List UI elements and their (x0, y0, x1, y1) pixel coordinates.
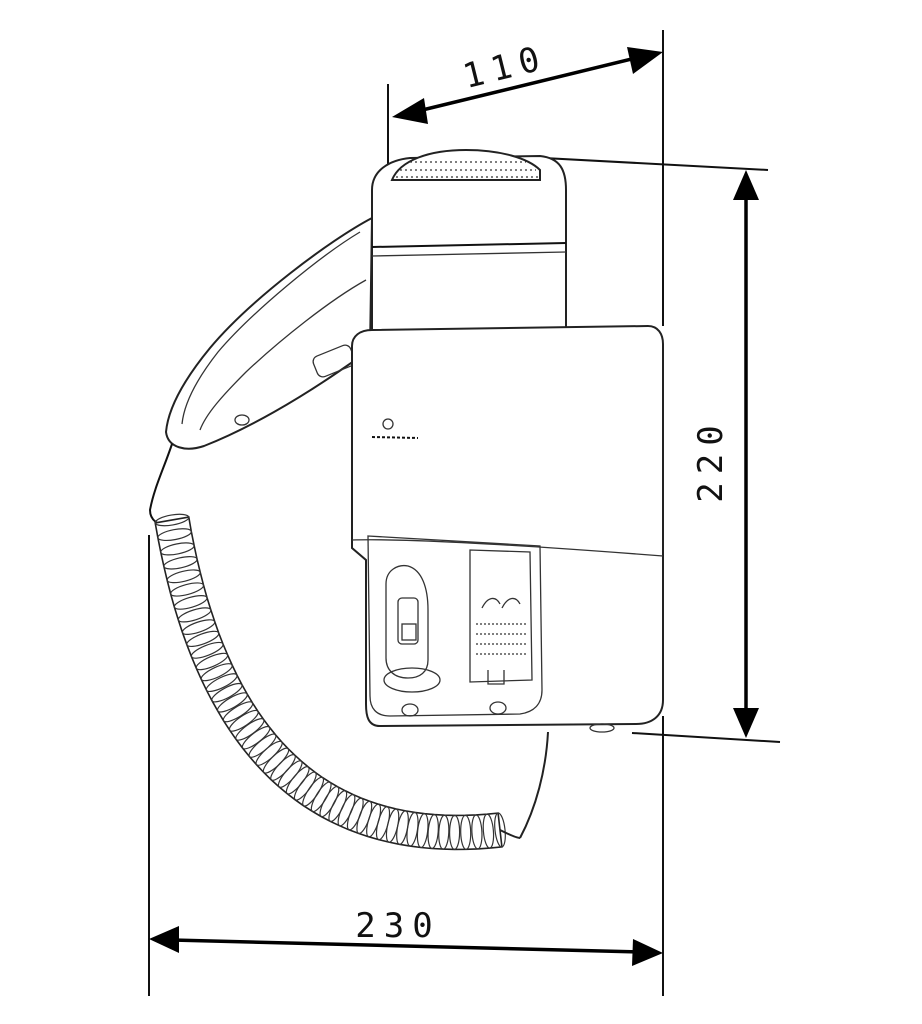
depth-dimension: 110 (392, 38, 663, 124)
brand-text-mark (371, 436, 419, 439)
dryer-handle (164, 216, 374, 450)
width-arrow-line (171, 938, 641, 954)
height-top-extension-line (524, 156, 769, 171)
coil-ring (181, 619, 216, 635)
height-bottom-extension-line (631, 732, 781, 743)
coil-ring (216, 692, 248, 713)
holder-upper-shell (351, 539, 664, 557)
coil-ring (160, 542, 195, 556)
coil-ring (163, 556, 198, 570)
handle-ridge (181, 231, 361, 425)
width-dimension: 230 (149, 906, 663, 966)
coil-ring (195, 652, 229, 671)
coil-ring (482, 813, 495, 849)
height-arrowhead-bottom (733, 708, 759, 738)
brand-logo-icon (382, 418, 394, 430)
coiled-cord (154, 513, 521, 851)
height-dimension: 220 (691, 170, 759, 738)
lower-compartment (367, 535, 543, 717)
coil-ring (173, 595, 208, 610)
foot-left (401, 703, 419, 717)
coil-ring (460, 814, 472, 850)
width-arrowhead-right (632, 939, 663, 966)
coil-ring (471, 814, 483, 850)
handle-button (234, 414, 250, 426)
width-arrowhead-left (149, 926, 179, 953)
coil-ring (166, 569, 201, 584)
coil-ring (154, 513, 190, 527)
height-arrowhead-top (733, 170, 759, 200)
coil-ring (200, 663, 233, 682)
coil-ring (205, 673, 238, 693)
cord-lead-out (519, 731, 549, 839)
handle-ridge-2 (199, 279, 367, 431)
dryer-nozzle-grill (390, 148, 541, 181)
outlet-port (589, 723, 615, 733)
depth-arrow-line (409, 55, 641, 115)
coil-ring (157, 528, 192, 542)
depth-arrowhead-left (392, 98, 428, 124)
coil-ring (177, 607, 212, 623)
cord-from-handle (148, 443, 173, 527)
height-label: 220 (691, 417, 731, 502)
grill-dots (396, 161, 538, 178)
wall-holder-body (351, 324, 664, 728)
foot-right (489, 701, 507, 715)
hair-dryer-illustration (148, 148, 664, 851)
coil-ring (186, 630, 220, 648)
coil-ring (494, 812, 506, 848)
coil-ring (170, 582, 205, 597)
coil-ring (448, 814, 461, 850)
width-label: 230 (355, 906, 440, 946)
dryer-head-edge (371, 251, 567, 257)
coil-ring (427, 813, 439, 850)
coil-ring (190, 641, 224, 659)
coil-ring (222, 701, 254, 723)
coil-ring (211, 682, 243, 703)
compartment-label-panel (469, 549, 533, 685)
coil-end-link (499, 829, 521, 839)
coil-ring (438, 814, 450, 850)
dryer-head-seam (371, 242, 567, 248)
compartment-latch (383, 564, 441, 693)
depth-arrowhead-right (627, 47, 663, 74)
dryer-head (371, 154, 567, 331)
